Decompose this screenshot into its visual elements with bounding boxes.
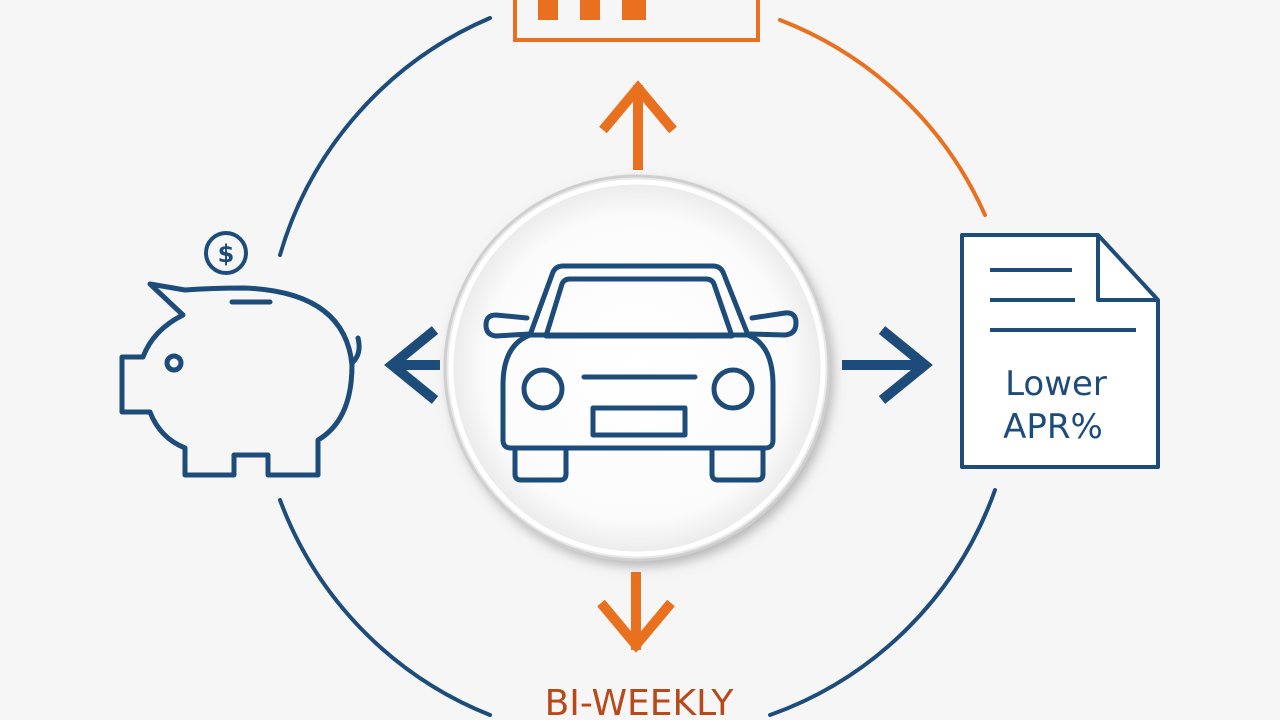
car-icon bbox=[483, 263, 799, 483]
coin-symbol: $ bbox=[218, 240, 235, 268]
lower-apr-line1: Lower bbox=[1005, 364, 1107, 404]
ring-arc-top-right bbox=[778, 18, 987, 217]
arrow-down-icon bbox=[597, 572, 675, 653]
arrow-up-icon bbox=[599, 80, 677, 170]
lower-apr-line2: APR% bbox=[1003, 407, 1103, 447]
ring-arc-bottom-left bbox=[278, 498, 492, 717]
outer-ring bbox=[278, 16, 997, 717]
document-icon: Lower APR% bbox=[960, 233, 1160, 469]
arrow-left-icon bbox=[384, 326, 440, 404]
arrow-right-icon bbox=[842, 326, 933, 404]
bi-weekly-label: BI-WEEKLY bbox=[545, 683, 735, 720]
piggy-bank-icon bbox=[119, 281, 362, 478]
ring-arc-top-left bbox=[278, 16, 492, 257]
ring-arc-bottom-right bbox=[768, 488, 997, 717]
calendar-icon bbox=[513, 0, 760, 42]
center-hub bbox=[443, 174, 831, 562]
coin-icon: $ bbox=[204, 231, 248, 275]
